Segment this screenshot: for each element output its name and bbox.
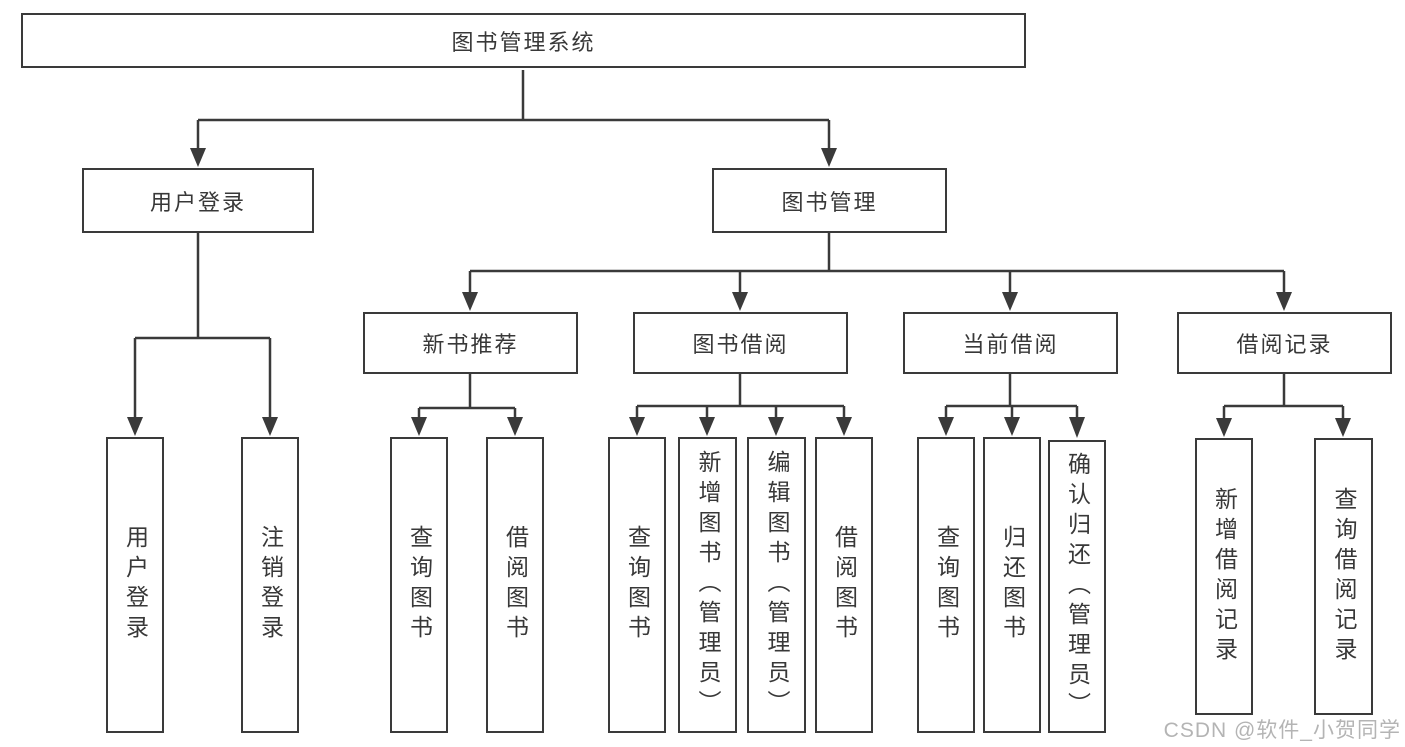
leaf-query-book-recommend: 查询图书 [390,437,448,733]
leaf-user-login-label: 用户登录 [122,525,149,645]
leaf-logout-login: 注销登录 [241,437,299,733]
leaf-query-borrow-record-label: 查询借阅记录 [1331,486,1357,667]
node-user-login: 用户登录 [82,168,314,233]
node-current-borrow-label: 当前借阅 [962,332,1059,357]
node-root-label: 图书管理系统 [451,29,596,55]
leaf-borrow-book: 借阅图书 [815,437,873,733]
node-new-book-recommend: 新书推荐 [363,312,578,374]
leaf-query-book-current: 查询图书 [917,437,975,733]
node-book-borrow: 图书借阅 [633,312,848,374]
node-user-login-label: 用户登录 [149,189,246,215]
leaf-add-book-admin-label: 新增图书（管理员） [695,450,721,720]
leaf-borrow-book-recommend-label: 借阅图书 [502,525,529,645]
leaf-borrow-book-label: 借阅图书 [831,525,858,645]
node-root: 图书管理系统 [21,13,1026,68]
leaf-query-book-borrow-label: 查询图书 [624,525,651,645]
leaf-query-borrow-record: 查询借阅记录 [1314,438,1373,715]
arrowheads [127,148,1351,438]
csdn-watermark: CSDN @软件_小贺同学 [1163,719,1401,742]
node-borrow-record-label: 借阅记录 [1236,332,1333,357]
leaf-query-book-current-label: 查询图书 [933,525,960,645]
leaf-add-borrow-record: 新增借阅记录 [1195,438,1253,715]
node-new-book-recommend-label: 新书推荐 [422,332,519,357]
leaf-edit-book-admin-label: 编辑图书（管理员） [764,450,790,720]
leaf-add-book-admin: 新增图书（管理员） [678,437,737,733]
node-borrow-record: 借阅记录 [1177,312,1392,374]
node-book-management: 图书管理 [712,168,947,233]
leaf-logout-login-label: 注销登录 [257,525,284,645]
node-book-management-label: 图书管理 [781,189,878,215]
leaf-query-book-recommend-label: 查询图书 [406,525,433,645]
leaf-borrow-book-recommend: 借阅图书 [486,437,544,733]
leaf-return-book-label: 归还图书 [999,525,1026,645]
leaf-edit-book-admin: 编辑图书（管理员） [747,437,806,733]
leaf-add-borrow-record-label: 新增借阅记录 [1211,486,1238,667]
node-book-borrow-label: 图书借阅 [692,332,789,357]
leaf-query-book-borrow: 查询图书 [608,437,666,733]
leaf-confirm-return-admin: 确认归还（管理员） [1048,440,1106,733]
leaf-return-book: 归还图书 [983,437,1041,733]
node-current-borrow: 当前借阅 [903,312,1118,374]
leaf-confirm-return-admin-label: 确认归还（管理员） [1064,451,1091,722]
leaf-user-login: 用户登录 [106,437,164,733]
